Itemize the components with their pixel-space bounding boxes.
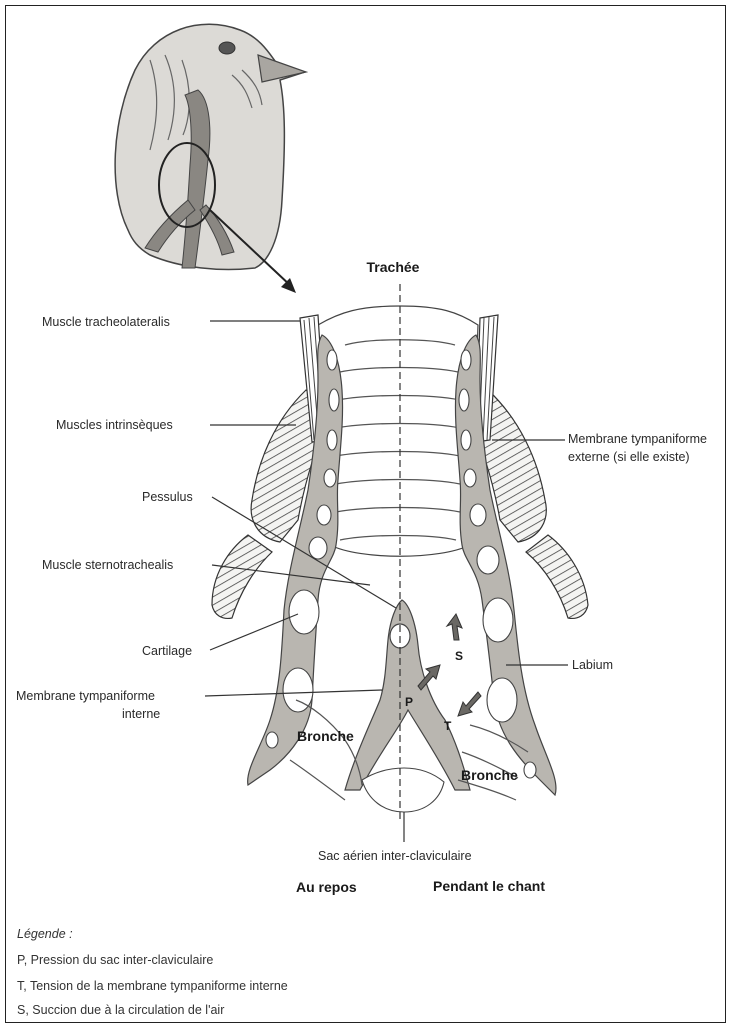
arrow-s-label: S <box>455 649 463 663</box>
label-membrane-interne-1: Membrane tympaniforme <box>16 689 155 703</box>
zoom-arrowhead <box>281 278 296 293</box>
legend-item-s: S, Succion due à la circulation de l'air <box>17 1003 224 1017</box>
label-membrane-externe-2: externe (si elle existe) <box>568 450 690 464</box>
right-sternotrachealis <box>526 535 588 618</box>
label-pendant-le-chant: Pendant le chant <box>433 878 545 894</box>
label-labium: Labium <box>572 658 613 672</box>
left-sternotrachealis <box>212 535 272 618</box>
legend-item-p: P, Pression du sac inter-claviculaire <box>17 953 213 967</box>
syrinx-illustration <box>212 284 588 822</box>
arrow-s <box>447 614 462 640</box>
label-au-repos: Au repos <box>296 879 357 895</box>
legend-item-t: T, Tension de la membrane tympaniforme i… <box>17 979 288 993</box>
bird-eye <box>219 42 235 54</box>
arrow-t <box>458 692 481 716</box>
label-bronche-left: Bronche <box>297 728 354 744</box>
label-muscles-intrinseques: Muscles intrinsèques <box>56 418 173 432</box>
legend: Légende : P, Pression du sac inter-clavi… <box>17 927 288 1017</box>
arrow-p-label: P <box>405 695 413 709</box>
legend-title: Légende : <box>17 927 73 941</box>
trachea-label: Trachée <box>367 259 420 275</box>
label-tracheolateralis: Muscle tracheolateralis <box>42 315 170 329</box>
label-bronche-right: Bronche <box>461 767 518 783</box>
label-sac-aerien: Sac aérien inter-claviculaire <box>318 849 472 863</box>
label-pessulus: Pessulus <box>142 490 193 504</box>
label-sternotrachealis: Muscle sternotrachealis <box>42 558 173 572</box>
air-sac <box>362 768 444 812</box>
bird-beak <box>258 55 306 82</box>
label-cartilage: Cartilage <box>142 644 192 658</box>
label-membrane-interne-2: interne <box>122 707 160 721</box>
bird-illustration <box>115 24 306 293</box>
arrow-t-label: T <box>444 719 452 733</box>
label-membrane-externe-1: Membrane tympaniforme <box>568 432 707 446</box>
